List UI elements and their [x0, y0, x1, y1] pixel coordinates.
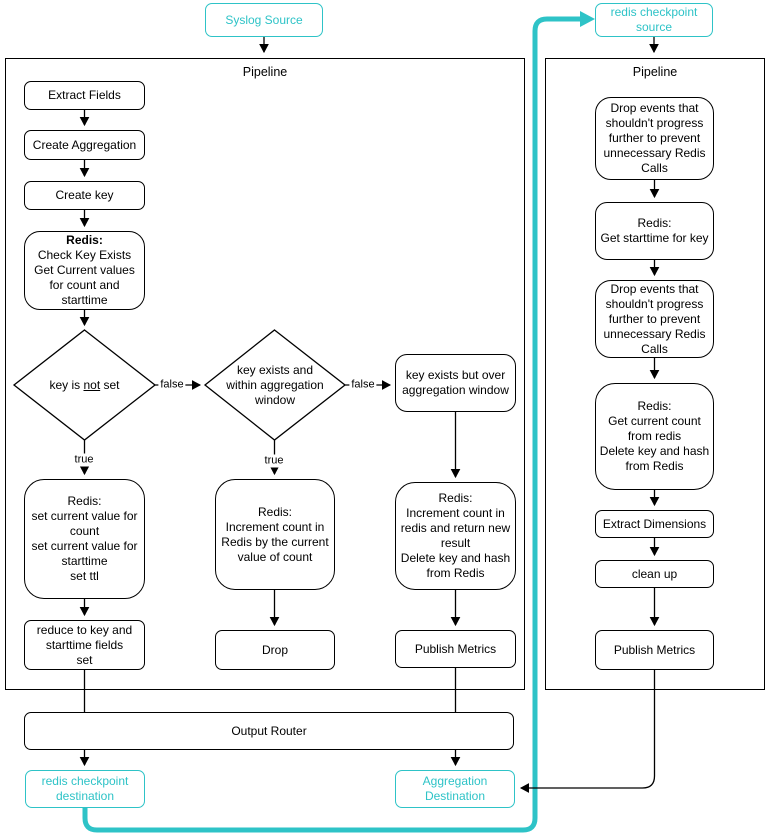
node-publish-metrics-left: Publish Metrics: [395, 630, 516, 668]
node-extract-fields: Extract Fields: [24, 81, 145, 110]
node-redis-checkpoint-source: redis checkpoint source: [595, 3, 713, 37]
node-key-over-window: key exists but over aggregation window: [395, 354, 516, 412]
decision-text-underlined: not: [83, 377, 101, 392]
decision-text: set: [100, 377, 120, 392]
edge-label-true-2: true: [262, 454, 286, 468]
decision-key-within-window: key exists and within aggregation window: [226, 362, 324, 407]
node-redis-increment-return: Redis: Increment count in redis and retu…: [395, 482, 516, 590]
decision-text: key is: [49, 377, 84, 392]
edge-label-true-1: true: [72, 453, 96, 467]
node-redis-get-starttime: Redis: Get starttime for key: [595, 202, 714, 260]
node-create-aggregation: Create Aggregation: [24, 130, 145, 160]
node-redis-increment-count: Redis: Increment count in Redis by the c…: [215, 479, 335, 590]
node-reduce-to-key-fields: reduce to key and starttime fields set: [24, 620, 145, 670]
edge-right-publish-to-aggregation: [519, 670, 656, 793]
decision-key-not-set-shape: [12, 329, 157, 441]
node-aggregation-destination: Aggregation Destination: [395, 770, 515, 808]
node-output-router: Output Router: [24, 712, 514, 750]
checkpoint-loop-arrowhead: [580, 11, 595, 27]
right-pipeline-title: Pipeline: [632, 65, 678, 79]
node-drop-events-1: Drop events that shouldn't progress furt…: [595, 97, 714, 180]
node-clean-up: clean up: [595, 560, 714, 588]
node-redis-set-values: Redis: set current value for count set c…: [24, 479, 145, 599]
node-extract-dimensions: Extract Dimensions: [595, 510, 714, 538]
decision-within-window-shape: [203, 329, 347, 441]
edge-label-false-2: false: [349, 378, 377, 392]
node-redis-check-title: Redis:: [66, 233, 103, 247]
node-drop-events-2: Drop events that shouldn't progress furt…: [595, 280, 714, 358]
edge-label-false-1: false: [158, 378, 186, 392]
node-redis-check-body: Check Key Exists Get Current values for …: [34, 248, 135, 307]
left-pipeline-title: Pipeline: [242, 65, 288, 79]
node-redis-check-key-exists: Redis: Check Key Exists Get Current valu…: [24, 231, 145, 310]
node-redis-checkpoint-destination: redis checkpoint destination: [25, 770, 145, 808]
decision-key-not-set: key is not set: [14, 330, 155, 440]
node-redis-get-count: Redis: Get current count from redis Dele…: [595, 383, 714, 490]
checkpoint-loop-connector: [82, 16, 583, 833]
node-syslog-source: Syslog Source: [205, 3, 323, 37]
node-create-key: Create key: [24, 181, 145, 210]
node-drop: Drop: [215, 630, 335, 670]
node-publish-metrics-right: Publish Metrics: [595, 630, 714, 670]
